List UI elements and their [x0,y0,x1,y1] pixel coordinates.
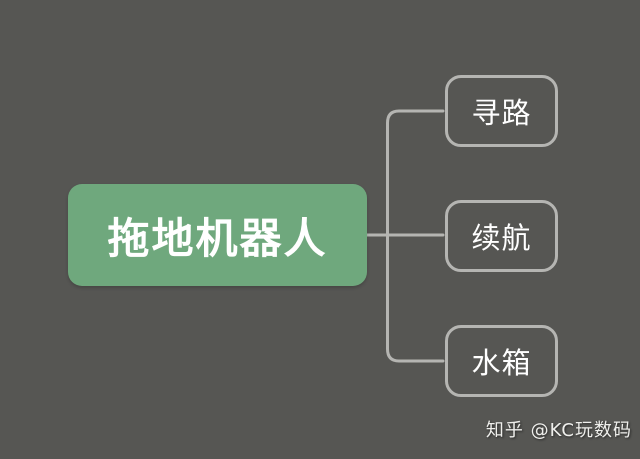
connector-bottom-branch [386,233,445,363]
branch-node-label: 寻路 [471,96,532,130]
branch-node-label: 水箱 [471,346,532,380]
branch-node-watertank[interactable]: 水箱 [445,325,558,397]
connector-top-branch [386,109,445,237]
root-node-label: 拖地机器人 [107,213,328,263]
watermark: 知乎 @KC玩数码 [485,420,632,441]
branch-node-battery[interactable]: 续航 [445,200,558,272]
branch-node-pathfinding[interactable]: 寻路 [445,75,558,147]
root-node[interactable]: 拖地机器人 [68,184,367,286]
branch-node-label: 续航 [471,221,532,255]
